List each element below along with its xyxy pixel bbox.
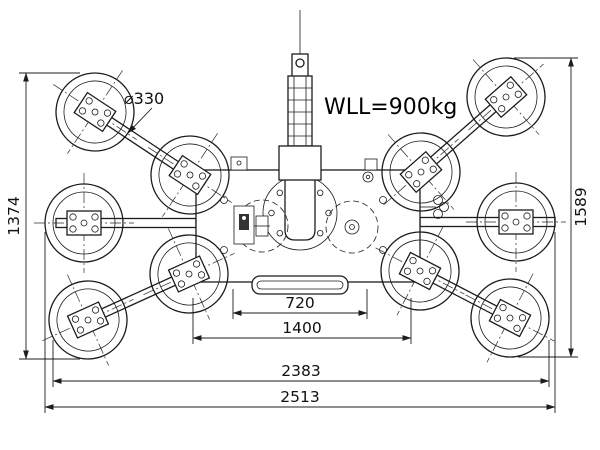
dim-total-width-label: 2513 [280,388,319,406]
logo-mark [362,171,374,183]
dim-inner-width: 720 [232,289,368,319]
cup-diameter-label: ⌀330 [124,89,164,108]
wll-label: WLL=900kg [324,95,457,120]
dim-frame-width-label: 1400 [282,319,321,337]
dim-total-width: 2513 [44,232,556,413]
chain-detail [420,195,449,219]
main-body [195,156,449,295]
suction-cup [465,171,567,273]
dim-left-height-label: 1374 [5,196,23,235]
mast-bracket [278,145,322,181]
carrying-handle [251,275,349,295]
dim-cup-diameter: ⌀330 [124,89,164,134]
suction-cup [25,42,165,182]
vacuum-circuit-right [325,200,379,254]
mast [278,10,322,181]
dim-right-height: 1589 [514,57,590,358]
flange-bolts [268,189,332,237]
suction-cup [21,253,155,387]
mast-fork [284,180,316,241]
mast-column [287,75,313,147]
top-fittings [230,156,378,171]
lifting-eye [291,53,309,79]
suction-cup [441,249,579,387]
dimensions: ⌀330 WLL=900kg 1374 1589 720 [5,57,590,413]
dim-left-height: 1374 [5,72,80,360]
dim-pad-span: 2383 [52,340,550,387]
power-switch [239,214,249,230]
dim-inner-width-label: 720 [285,294,315,312]
dim-pad-span-label: 2383 [281,362,320,380]
dim-right-height-label: 1589 [572,187,590,226]
dim-frame-width: 1400 [192,298,412,344]
control-panel [233,205,255,245]
suction-cup [33,172,135,274]
